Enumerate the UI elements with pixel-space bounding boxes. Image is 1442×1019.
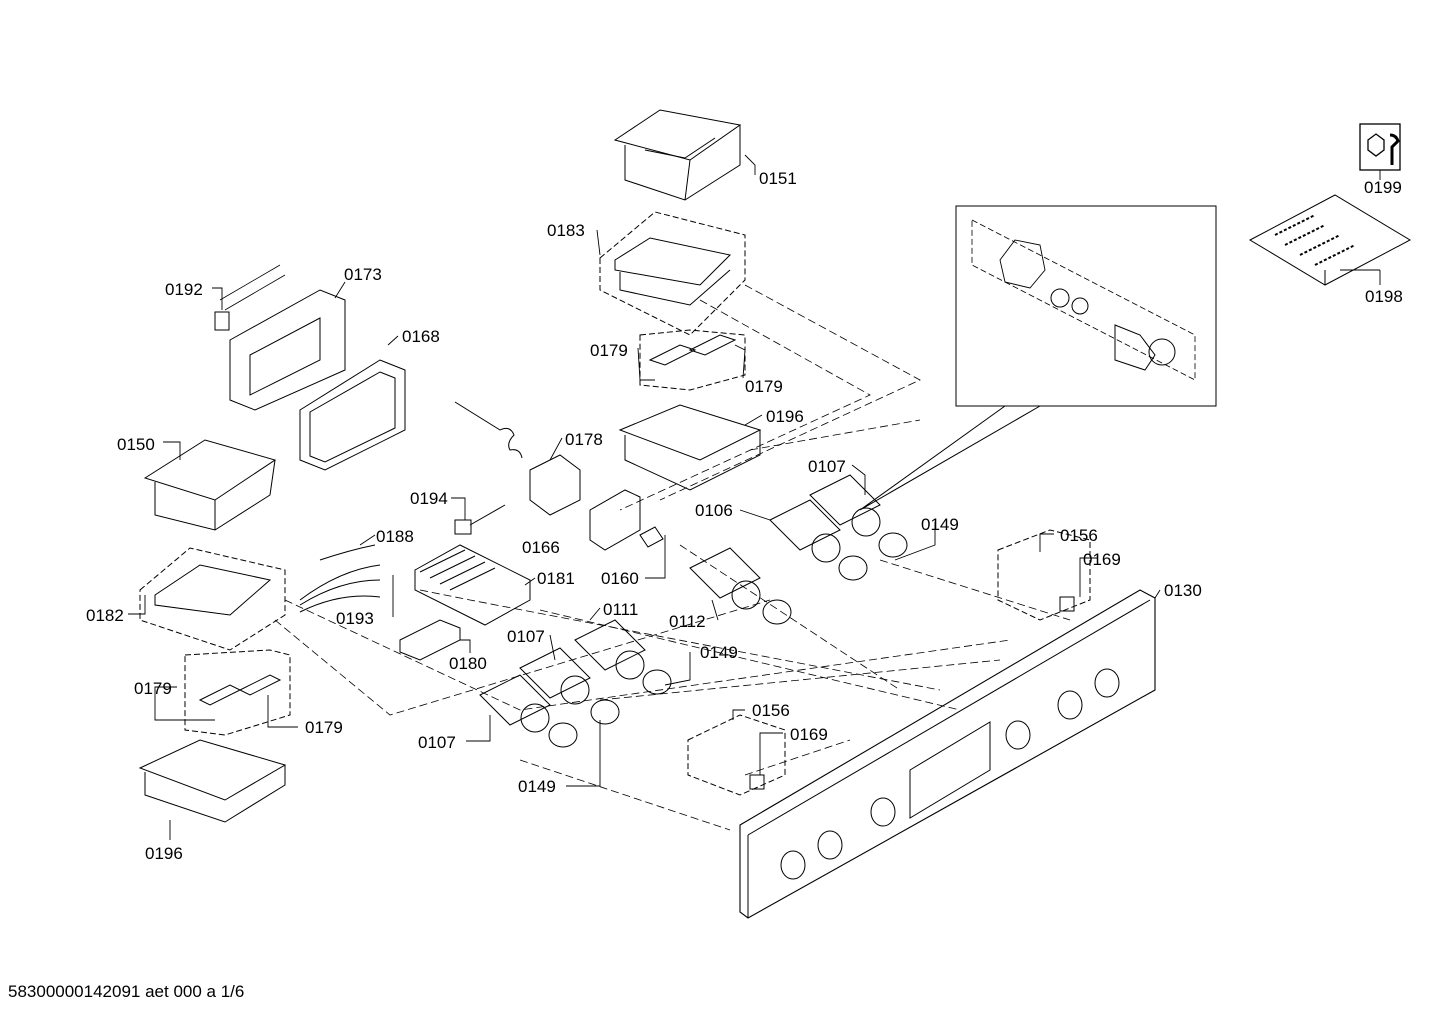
part-label-0173: 0173 [344, 265, 382, 284]
part-label-0106: 0106 [695, 501, 733, 520]
assembly-guide-lines [274, 284, 1071, 831]
part-label-0178: 0178 [565, 430, 603, 449]
part-label-0192: 0192 [165, 280, 203, 299]
thermostat-0178-drawing [454, 401, 581, 516]
board-0173-drawing [214, 264, 346, 411]
terminal-block-0181-drawing [414, 544, 531, 626]
detail-callout [859, 205, 1217, 511]
part-label-0149-mid: 0149 [700, 643, 738, 662]
part-label-0194: 0194 [410, 489, 448, 508]
part-label-0130: 0130 [1164, 581, 1202, 600]
part-label-0183: 0183 [547, 221, 585, 240]
part-label-0149-low: 0149 [518, 777, 556, 796]
part-label-0107-top: 0107 [808, 457, 846, 476]
part-label-0160: 0160 [601, 569, 639, 588]
part-label-0156-mid: 0156 [752, 701, 790, 720]
part-label-0199: 0199 [1364, 178, 1402, 197]
part-label-0188: 0188 [376, 527, 414, 546]
part-label-0111: 0111 [603, 600, 639, 619]
housing-0150-drawing [143, 439, 277, 531]
part-label-0151: 0151 [759, 169, 797, 188]
front-panel-0130-drawing [739, 589, 1156, 919]
part-label-0196-bottom: 0196 [145, 844, 183, 863]
part-label-0107-low: 0107 [418, 733, 456, 752]
part-label-0179-top-left: 0179 [590, 341, 628, 360]
part-label-0112: 0112 [669, 612, 706, 631]
part-label-0179-bottom-left: 0179 [134, 679, 172, 698]
part-label-0169-mid: 0169 [790, 725, 828, 744]
part-label-0196-top: 0196 [766, 407, 804, 426]
bracket-0196-lower-drawing [138, 739, 287, 823]
part-label-0198: 0198 [1365, 287, 1403, 306]
part-label-0166: 0166 [522, 538, 560, 557]
part-label-0179-top-right: 0179 [745, 377, 783, 396]
part-label-0193: 0193 [336, 609, 374, 628]
part-label-0150: 0150 [117, 435, 155, 454]
frame-0168-drawing [299, 359, 406, 471]
lamp-0160-drawing [639, 526, 664, 548]
part-label-0107-mid: 0107 [507, 627, 545, 646]
screw-bag-icon [1248, 194, 1412, 286]
housing-0151-drawing [613, 109, 742, 201]
part-label-0168: 0168 [402, 327, 440, 346]
knob-assemblies [479, 474, 908, 748]
part-label-0169-right: 0169 [1083, 550, 1121, 569]
part-label-0179-bottom-right: 0179 [305, 718, 343, 737]
connector-0194-drawing [454, 504, 506, 535]
assembly-0183-drawing [599, 211, 746, 391]
part-label-0182: 0182 [86, 606, 124, 625]
document-id: 58300000142091 aet 000 a 1/6 [8, 982, 245, 1001]
bracket-0166-drawing [589, 489, 641, 551]
assembly-0182-drawing [139, 547, 291, 736]
assembly-0156-drawing [687, 529, 1091, 796]
part-label-0180: 0180 [449, 654, 487, 673]
cable-0193-drawing [299, 544, 381, 613]
leader-lines [128, 154, 1381, 840]
part-label-0156-right: 0156 [1060, 526, 1098, 545]
part-label-0181: 0181 [537, 569, 575, 588]
bracket-0196-upper-drawing [618, 404, 762, 491]
service-tool-icon [1359, 123, 1401, 171]
part-label-0149-top: 0149 [921, 515, 959, 534]
